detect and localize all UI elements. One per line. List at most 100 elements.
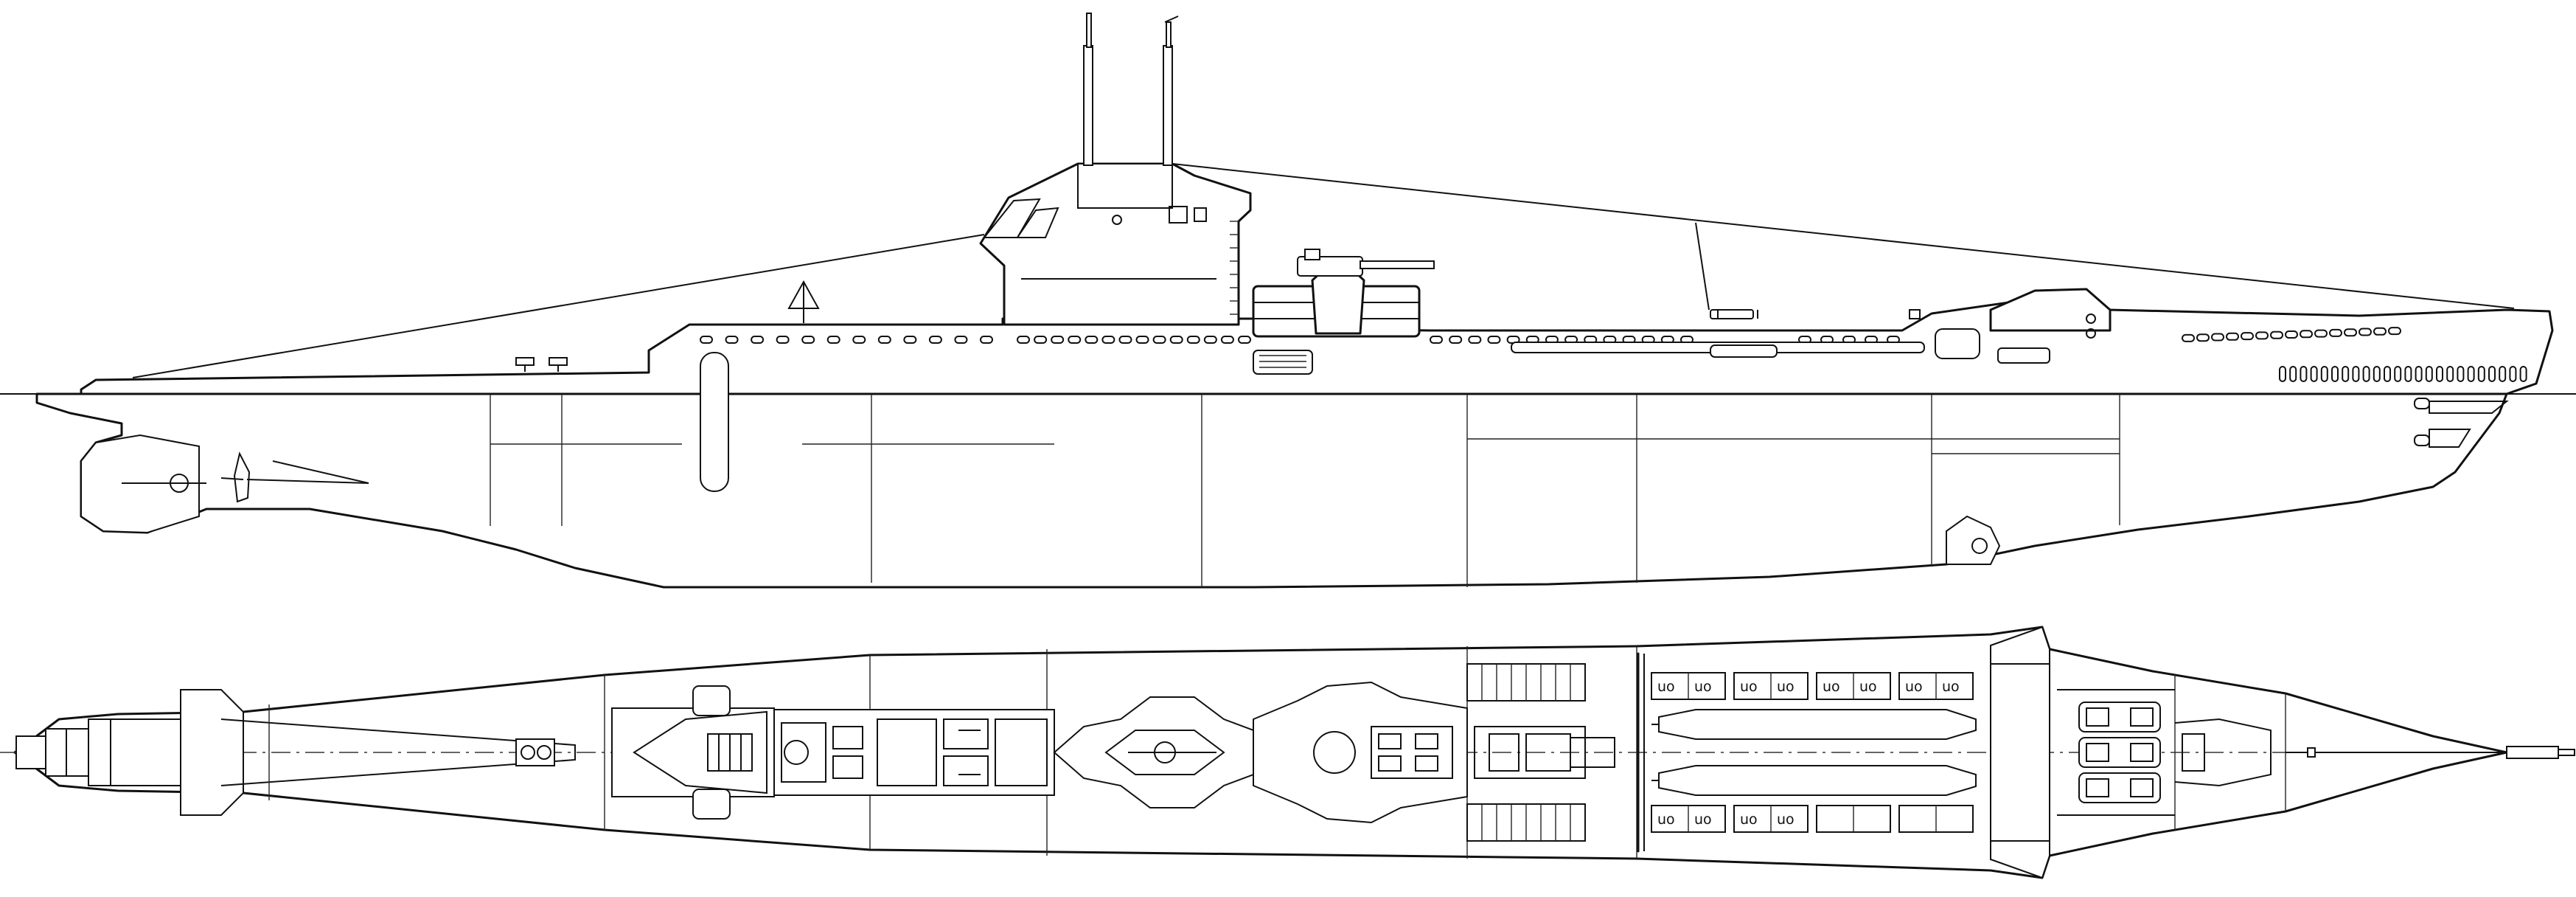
deck-gun [1252, 249, 1435, 338]
torpedo-rack-label: uo [1777, 679, 1795, 695]
bow-vent-slot [2342, 366, 2350, 382]
bow-vent-slot [2446, 366, 2454, 382]
torpedo-rack-label: uo [1694, 811, 1712, 828]
deck-porthole [1135, 336, 1149, 344]
deck-porthole [1034, 336, 1048, 344]
deck-porthole [1487, 336, 1501, 344]
reload-torpedo-upper [1658, 709, 1977, 740]
deck-porthole [1186, 336, 1200, 344]
reload-torpedo-lower [1658, 765, 1977, 796]
bow-vent-slot [2352, 366, 2360, 382]
side-elevation-view [0, 13, 2576, 589]
deck-porthole [2226, 332, 2239, 341]
torpedo-rack-label: uo [1740, 811, 1758, 828]
flag-mast [787, 280, 820, 323]
torpedo-rack-cell: uo uo [1816, 672, 1891, 700]
bow-torpedo-tubes [1990, 626, 2272, 879]
bow-vent-slot [2488, 366, 2496, 382]
deck-porthole [2182, 333, 2195, 342]
deck-porthole [852, 336, 866, 344]
torpedo-rack-label: uo [1942, 679, 1960, 695]
torpedo-rack-cell: uo uo [1898, 672, 1974, 700]
bow-vent-slot [2394, 366, 2402, 382]
deck-portholes [700, 327, 2401, 344]
bow-torpedo-doors [2414, 398, 2509, 448]
control-compartments [773, 709, 1055, 796]
bow-fairing [1989, 288, 2112, 332]
bow-vent-slot [2279, 366, 2286, 382]
deck-porthole [1017, 336, 1030, 344]
torpedo-rack-label: uo [1823, 679, 1840, 695]
deck-porthole [877, 336, 891, 344]
attack-periscope [1083, 45, 1093, 166]
deck-locker [1253, 350, 1313, 375]
deck-porthole [1220, 336, 1234, 344]
torpedo-rack-cell [1816, 805, 1891, 833]
deck-porthole [1203, 336, 1217, 344]
deck-porthole [826, 336, 840, 344]
torpedo-rack-label: uo [1905, 679, 1923, 695]
aft-jumping-wire [1172, 163, 2515, 309]
stern-tube [272, 460, 369, 484]
deck-porthole [1118, 336, 1132, 344]
bow-vent-slot [2519, 366, 2527, 382]
torpedo-rack-label: uo [1657, 679, 1675, 695]
deck-porthole [700, 336, 713, 344]
deck-porthole [1068, 336, 1082, 344]
forward-compartments [1253, 681, 1615, 824]
engine-room [611, 685, 775, 820]
deck-porthole [2359, 328, 2372, 336]
torpedo-rack-cell [1898, 805, 1974, 833]
propeller-shaft [246, 479, 369, 484]
bow-vent-slots [2279, 366, 2527, 382]
bow-vent-slot [2509, 366, 2517, 382]
deck-porthole [2314, 329, 2328, 338]
bow-vent-slot [2331, 366, 2339, 382]
deck-porthole [2344, 328, 2357, 337]
deck-casing [80, 294, 2554, 395]
stern-assembly [15, 689, 576, 816]
deck-porthole [776, 336, 790, 344]
torpedo-rack-label: uo [1657, 811, 1675, 828]
bow-hatch [1935, 328, 1980, 359]
tower-ladder-rungs [1230, 221, 1239, 315]
deck-porthole [2211, 333, 2224, 342]
bow-vent-slot [2362, 366, 2370, 382]
deck-porthole [1468, 336, 1482, 344]
bow-vent-slot [2425, 366, 2433, 382]
deck-porthole [1449, 336, 1463, 344]
deck-porthole [928, 336, 942, 344]
bow-vent-slot [2404, 366, 2412, 382]
bow-vent-slot [2300, 366, 2308, 382]
bow-vent-slot [2384, 366, 2391, 382]
deck-porthole [2329, 328, 2342, 337]
torpedo-rack-cell: uo uo [1651, 805, 1726, 833]
keel-fitting [1946, 515, 2001, 565]
deck-porthole [751, 336, 765, 344]
conning-tower [979, 162, 1252, 326]
torpedo-rack-label: uo [1859, 679, 1877, 695]
bridge-windscreen [982, 198, 1041, 238]
forward-jumping-wire [132, 234, 985, 378]
deck-porthole [1085, 336, 1099, 344]
deck-porthole [1101, 336, 1115, 344]
bridge-fairing [1077, 163, 1173, 209]
bow-vent-slot [2467, 366, 2475, 382]
deck-porthole [1430, 336, 1443, 344]
bow-vent-slot [2477, 366, 2485, 382]
bow-vent-slot [2310, 366, 2318, 382]
deck-porthole [801, 336, 815, 344]
deck-porthole [2270, 330, 2283, 339]
bow-vent-slot [2320, 366, 2328, 382]
pressure-hull-outline [35, 392, 2508, 589]
bow-vent-slot [2457, 366, 2465, 382]
battery-racks [1466, 663, 1586, 842]
bow-cap [2506, 746, 2559, 759]
bow-vent-slot [2436, 366, 2443, 382]
deck-porthole [980, 336, 993, 344]
deck-porthole [2388, 327, 2401, 336]
